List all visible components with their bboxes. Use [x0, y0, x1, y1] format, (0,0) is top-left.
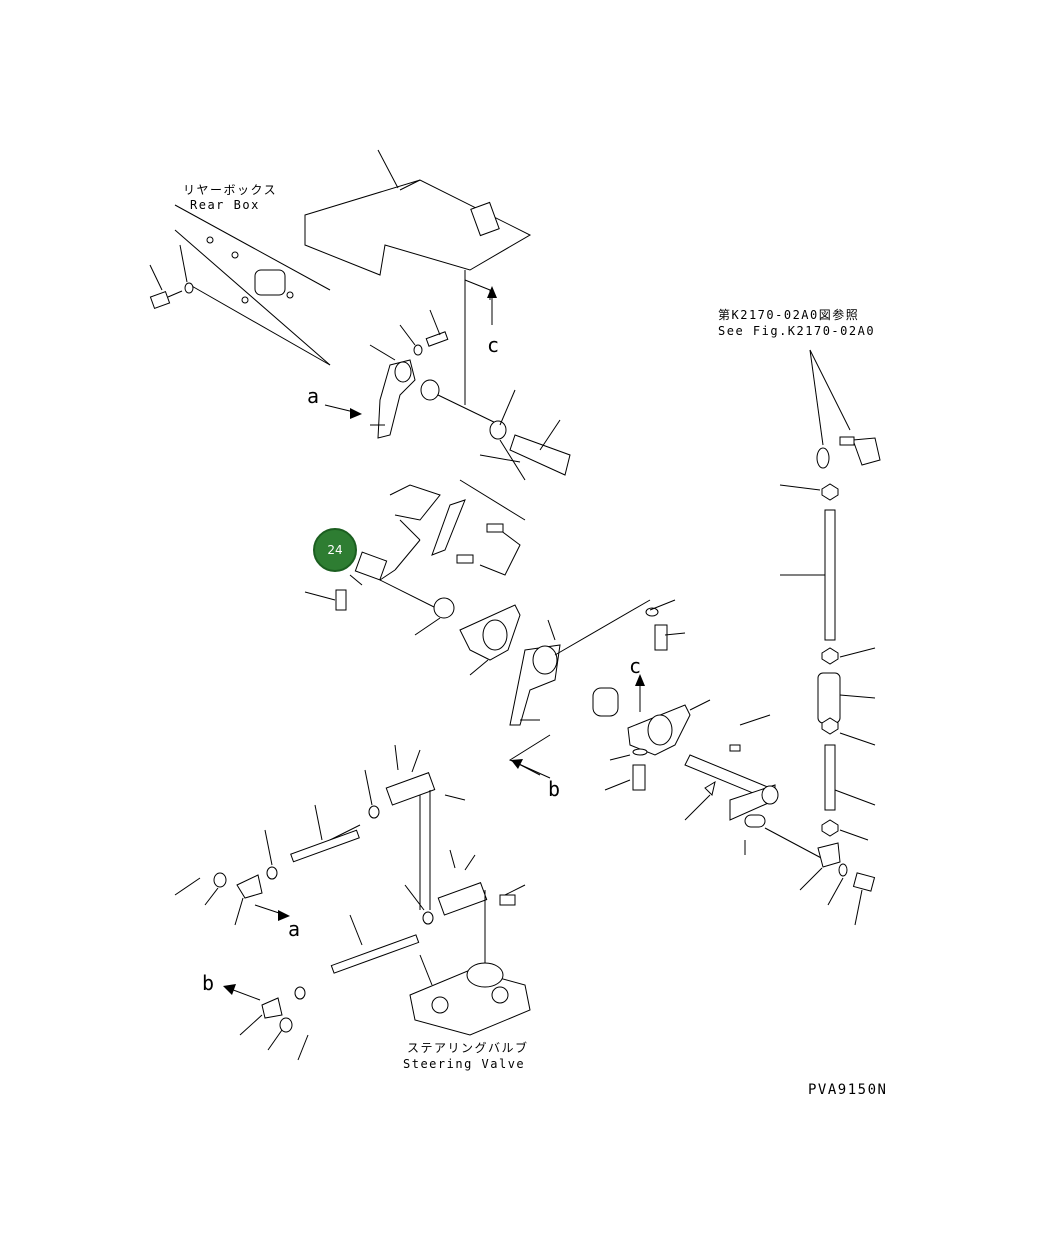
lower-rod-lower — [261, 882, 516, 1033]
mid-lever — [508, 599, 651, 779]
steering-valve-label-jp: ステアリングバルブ — [407, 1041, 529, 1055]
see-fig-label-en: See Fig.K2170-02A0 — [718, 324, 876, 338]
leader-lines — [174, 744, 526, 1061]
marker-c-middle: c — [629, 654, 642, 678]
marker-a-upper: a — [307, 384, 320, 408]
see-fig-label-jp: 第K2170-02A0図参照 — [718, 308, 860, 322]
rear-box-outline — [174, 204, 331, 366]
right-rod-assembly — [779, 349, 881, 926]
lower-rod-upper — [213, 772, 466, 910]
bushing-bracket-mid — [414, 597, 521, 676]
drawing-code: PVA9150N — [808, 1082, 888, 1098]
rear-box-label-jp: リヤーボックス — [183, 183, 278, 197]
rear-box-label-en: Rear Box — [190, 198, 260, 212]
callout-part-24[interactable]: 24 — [313, 528, 357, 572]
bracket-plate — [304, 149, 532, 405]
marker-b-right: b — [548, 777, 561, 801]
marker-b-lower: b — [202, 971, 215, 995]
right-cross-shaft — [684, 714, 826, 861]
bolt-upper-left — [149, 244, 194, 310]
joint-part-24 — [304, 551, 441, 611]
steering-valve-body — [409, 962, 531, 1036]
upper-lever — [369, 309, 516, 440]
link-bracket — [379, 439, 526, 581]
marker-c-upper: c — [487, 333, 500, 357]
steering-valve-label-en: Steering Valve — [403, 1057, 526, 1071]
marker-a-lower: a — [288, 917, 301, 941]
bushing-bracket-right — [592, 599, 711, 791]
direction-arrows — [223, 286, 645, 1001]
